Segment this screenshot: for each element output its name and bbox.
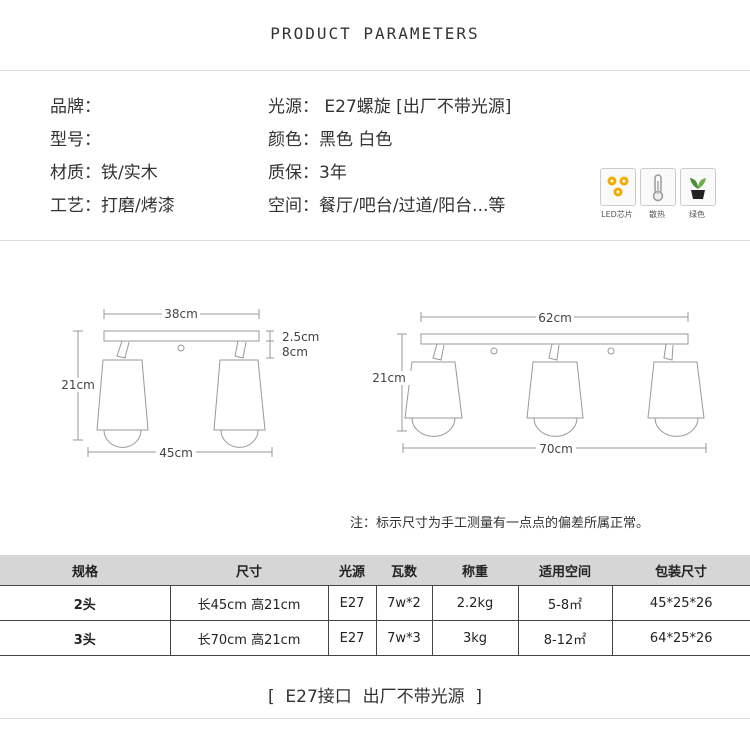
params-divider [0,240,750,241]
footer-note: [ E27接口 出厂不带光源 ] [267,687,483,707]
param-brand: 品牌： [50,97,101,117]
param-space: 空间：餐厅/吧台/过道/阳台...等 [268,196,506,216]
page-title: PRODUCT PARAMETERS [270,24,480,43]
three-head-bottom-width: 70cm [539,442,573,456]
three-head-lamp-drawing [397,312,707,453]
spec-table: 规格 尺寸 光源 瓦数 称重 适用空间 包装尺寸 2头 长45cm 高21cm … [0,555,750,656]
two-head-lamp-drawing [73,309,274,457]
led-chip-icon [600,168,636,206]
header-space: 适用空间 [518,555,612,586]
header-weight: 称重 [432,555,518,586]
cell-spec: 2头 [0,585,171,621]
cell-space: 5-8㎡ [517,585,613,621]
thermometer-icon [640,168,676,206]
title-divider [0,70,750,71]
table-row: 3头 长70cm 高21cm E27 7w*3 3kg 8-12㎡ 64*25*… [0,620,750,656]
plate-thickness: 2.5cm [282,330,319,344]
param-warranty: 质保：3年 [268,163,347,183]
param-light-source: 光源： E27螺旋 [出厂不带光源] [268,97,512,117]
two-head-top-width: 38cm [164,307,198,321]
measurement-note: 注：标示尺寸为手工测量有一点点的偏差所属正常。 [350,516,650,531]
header-light-source: 光源 [328,555,376,586]
cell-light-source: E27 [327,585,377,621]
feature-icons: LED芯片 散热 绿色 [598,168,716,224]
cell-size: 长70cm 高21cm [169,620,329,656]
cell-spec: 3头 [0,620,171,656]
cell-package-size: 45*25*26 [611,585,750,621]
plant-icon [680,168,716,206]
dimension-diagrams: 38cm 21cm 2.5cm 8cm 45cm 62cm 21cm 70cm [60,306,707,460]
header-wattage: 瓦数 [376,555,432,586]
param-color: 颜色：黑色 白色 [268,130,393,150]
three-head-height: 21cm [372,371,406,385]
table-row: 2头 长45cm 高21cm E27 7w*2 2.2kg 5-8㎡ 45*25… [0,585,750,621]
header-size: 尺寸 [170,555,328,586]
param-model: 型号： [50,130,101,150]
arm-length: 8cm [282,345,308,359]
cell-weight: 3kg [431,620,519,656]
header-spec: 规格 [0,555,170,586]
thermometer-label: 散热 [649,210,665,219]
param-material: 材质：铁/实木 [50,163,158,183]
cell-light-source: E27 [327,620,377,656]
table-header-row: 规格 尺寸 光源 瓦数 称重 适用空间 包装尺寸 [0,555,750,586]
two-head-bottom-width: 45cm [159,446,193,460]
footer-divider [0,718,750,719]
cell-package-size: 64*25*26 [611,620,750,656]
param-craft: 工艺：打磨/烤漆 [50,196,175,216]
plant-label: 绿色 [689,210,705,219]
three-head-top-width: 62cm [538,311,572,325]
cell-size: 长45cm 高21cm [169,585,329,621]
cell-space: 8-12㎡ [517,620,613,656]
cell-wattage: 7w*3 [375,620,433,656]
cell-wattage: 7w*2 [375,585,433,621]
header-package-size: 包装尺寸 [612,555,750,586]
led-chip-label: LED芯片 [601,210,633,219]
two-head-height: 21cm [61,378,95,392]
cell-weight: 2.2kg [431,585,519,621]
